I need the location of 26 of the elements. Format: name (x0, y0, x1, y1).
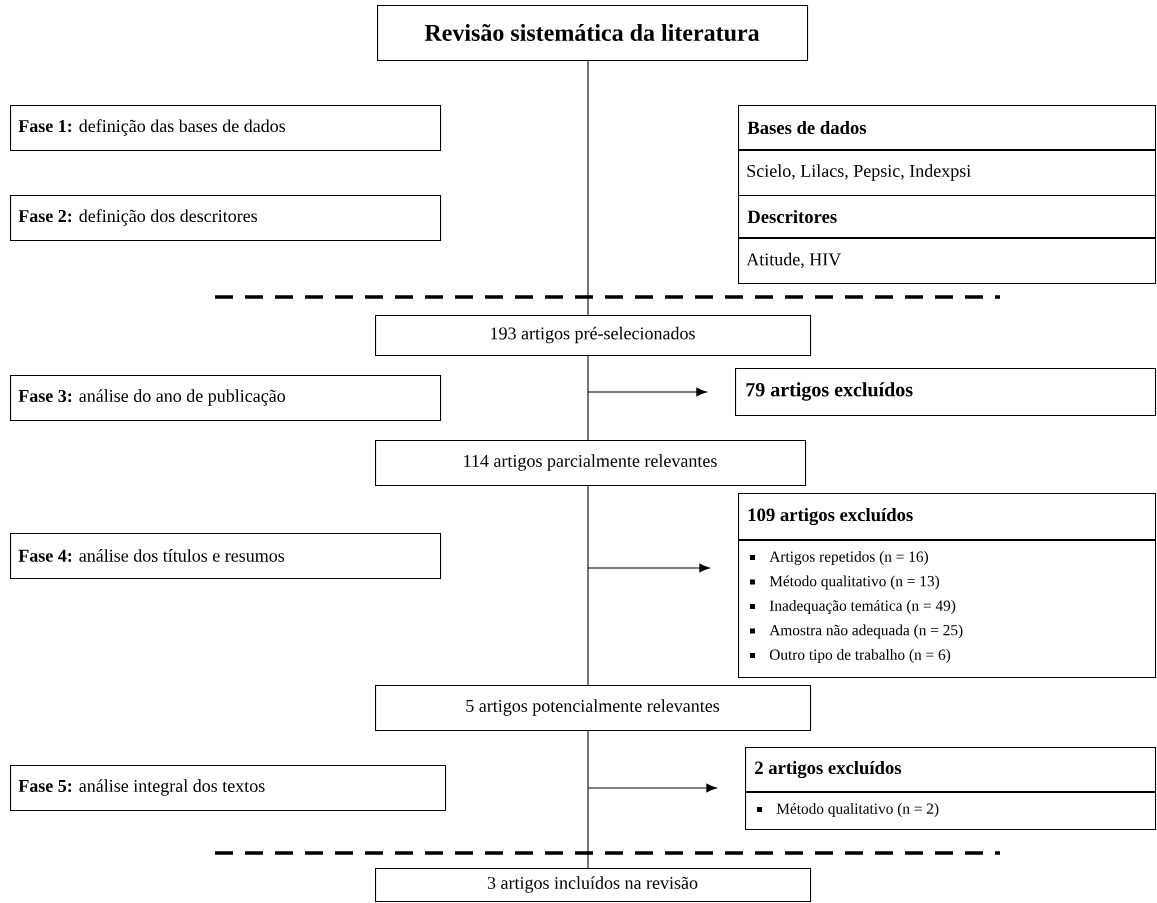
list-item: Inadequação temática (n = 49) (769, 600, 956, 614)
arrow (587, 783, 717, 793)
arrow (587, 563, 710, 573)
list-item: Artigos repetidos (n = 16) (769, 551, 928, 565)
phase-box: Fase 4: análise dos títulos e resumos (10, 533, 442, 580)
excluded-box: 79 artigos excluídos (735, 368, 1157, 417)
info-box: Descritores Atitude, HIV (738, 195, 1157, 285)
connector-line (587, 730, 589, 869)
list-item: Outro tipo de trabalho (n = 6) (769, 649, 951, 663)
count-box: 193 artigos pré-selecionados (375, 315, 812, 357)
count-box: 114 artigos parcialmente relevantes (375, 440, 807, 487)
count-box: 5 artigos potencialmente relevantes (375, 685, 812, 732)
phase-box: Fase 5: análise integral dos textos (10, 765, 447, 812)
info-box: Bases de dados Scielo, Lilacs, Pepsic, Indexpsi (738, 105, 1157, 197)
phase-box: Fase 1: definição das bases de dados (10, 105, 442, 152)
list-item: Método qualitativo (n = 13) (769, 575, 940, 590)
arrow (587, 387, 707, 397)
phase-box: Fase 3: análise do ano de publicação (10, 375, 442, 422)
list-item: Método qualitativo (n = 2) (776, 803, 939, 817)
title-box: Revisão sistemática da literatura (377, 5, 809, 62)
connector-line (587, 60, 589, 316)
connector-line (587, 355, 589, 441)
list-item: Amostra não adequada (n = 25) (769, 624, 963, 639)
connector-line (587, 485, 589, 686)
count-box: 3 artigos incluídos na revisão (375, 868, 812, 903)
phase-box: Fase 2: definição dos descritores (10, 195, 442, 242)
